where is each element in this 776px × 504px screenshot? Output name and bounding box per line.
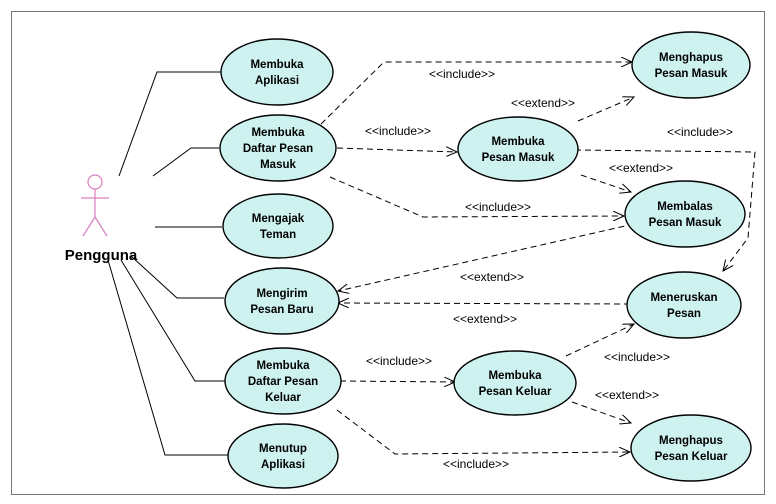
uc-line: Membuka: [250, 59, 304, 71]
uc-line: Membuka: [251, 127, 305, 139]
uc-line: Pesan Masuk: [482, 152, 555, 164]
use-case-meneruskan-pesan[interactable]: Meneruskan Pesan: [626, 271, 742, 339]
uc-line: Mengajak: [252, 213, 305, 225]
uc-line: Aplikasi: [261, 459, 305, 471]
use-case-membalas-pesan-masuk[interactable]: Membalas Pesan Masuk: [624, 180, 746, 248]
dep-extend-2: [580, 174, 631, 192]
use-case-mengajak-teman[interactable]: Mengajak Teman: [222, 193, 334, 259]
uc-line: Membuka: [256, 360, 310, 372]
use-case-membuka-daftar-pesan-keluar[interactable]: Membuka Daftar Pesan Keluar: [224, 347, 342, 415]
uc-line: Keluar: [265, 392, 301, 404]
label-include-2: <<include>>: [365, 124, 431, 138]
label-include-5: <<include>>: [366, 354, 432, 368]
dep-extend-4: [338, 303, 631, 304]
use-case-menghapus-pesan-keluar[interactable]: Menghapus Pesan Keluar: [630, 414, 752, 482]
uc-line: Daftar Pesan: [248, 376, 318, 388]
dep-include-7: [336, 409, 630, 454]
use-case-membuka-pesan-masuk[interactable]: Membuka Pesan Masuk: [457, 116, 579, 182]
use-case-menutup-aplikasi[interactable]: Menutup Aplikasi: [227, 423, 339, 489]
diagram-frame: [11, 11, 765, 495]
uc-line: Teman: [260, 229, 296, 241]
dep-extend-1: [577, 97, 634, 122]
uc-line: Menghapus: [659, 435, 723, 447]
uc-line: Menghapus: [659, 52, 723, 64]
uc-line: Pesan Keluar: [655, 451, 728, 463]
uc-line: Mengirim: [256, 288, 307, 300]
dep-include-6: [565, 324, 634, 357]
uc-line: Membuka: [488, 370, 542, 382]
dependencies: [320, 62, 756, 454]
uc-line: Pesan Baru: [250, 304, 313, 316]
actor-pengguna: Pengguna: [65, 174, 138, 264]
uc-line: Daftar Pesan: [243, 143, 313, 155]
use-case-membuka-daftar-pesan-masuk[interactable]: Membuka Daftar Pesan Masuk: [219, 114, 337, 182]
dep-include-5: [339, 381, 455, 382]
dep-include-1: [320, 62, 632, 125]
use-case-membuka-pesan-keluar[interactable]: Membuka Pesan Keluar: [453, 350, 577, 416]
uc-line: Pesan: [667, 308, 701, 320]
label-extend-1: <<extend>>: [511, 96, 575, 110]
uc-line: Menutup: [259, 443, 307, 455]
uc-line: Masuk: [260, 159, 296, 171]
dep-extend-5: [571, 401, 631, 423]
label-include-7: <<include>>: [443, 457, 509, 471]
label-extend-2: <<extend>>: [609, 161, 673, 175]
dep-include-3: [329, 176, 624, 217]
uc-line: Pesan Masuk: [649, 217, 722, 229]
use-case-membuka-aplikasi[interactable]: Membuka Aplikasi: [220, 38, 334, 106]
associations: [107, 71, 229, 456]
use-case-mengirim-pesan-baru[interactable]: Mengirim Pesan Baru: [224, 267, 340, 335]
dep-include-4: [574, 149, 756, 271]
label-extend-3: <<extend>>: [460, 270, 524, 284]
uc-line: Pesan Keluar: [479, 386, 552, 398]
dependency-labels: <<include>> <<extend>> <<include>> <<inc…: [365, 67, 733, 471]
uc-line: Membuka: [491, 136, 545, 148]
uc-line: Aplikasi: [255, 75, 299, 87]
use-case-menghapus-pesan-masuk[interactable]: Menghapus Pesan Masuk: [631, 31, 751, 99]
dep-include-2: [336, 148, 457, 152]
actor-label: Pengguna: [65, 247, 138, 264]
uc-line: Membalas: [657, 201, 713, 213]
uc-line: Meneruskan: [650, 292, 717, 304]
label-include-1: <<include>>: [429, 67, 495, 81]
label-extend-4: <<extend>>: [453, 312, 517, 326]
label-include-4: <<include>>: [667, 125, 733, 139]
label-extend-5: <<extend>>: [595, 388, 659, 402]
dep-extend-3: [338, 223, 635, 291]
uc-line: Pesan Masuk: [655, 68, 728, 80]
actor-head-icon: [87, 174, 103, 190]
label-include-3: <<include>>: [465, 200, 531, 214]
label-include-6: <<include>>: [604, 350, 670, 364]
